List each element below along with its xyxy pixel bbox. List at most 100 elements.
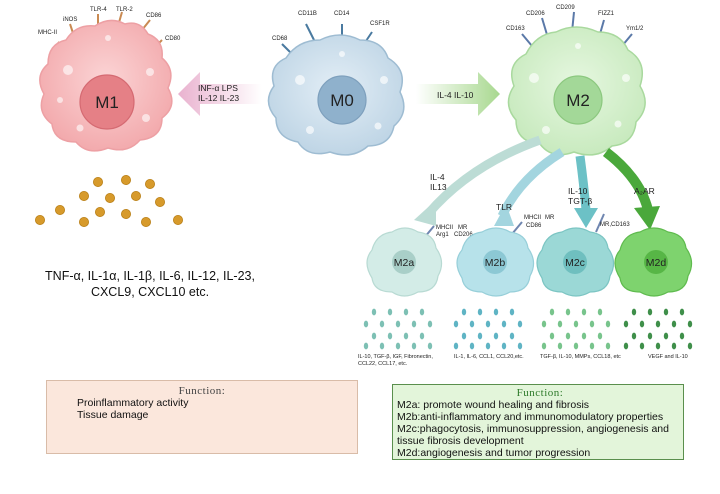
m2a-marker-mhcii: MHCII bbox=[436, 225, 453, 231]
secreted-particle bbox=[501, 342, 507, 350]
secreted-particle bbox=[419, 332, 425, 340]
secreted-particle bbox=[581, 332, 587, 340]
secreted-particle bbox=[427, 320, 433, 328]
m1-particle bbox=[79, 216, 90, 227]
secreted-particle bbox=[469, 320, 475, 328]
m2-nucleus bbox=[553, 75, 603, 125]
m2a-marker-cd206: CD206 bbox=[454, 232, 473, 238]
secreted-particle bbox=[655, 342, 661, 350]
m2-function-box: Function: M2a: promote wound healing and… bbox=[392, 384, 684, 460]
m1-marker-cd86: CD86 bbox=[146, 13, 162, 19]
m2-function-line-4: tissue fibrosis development bbox=[397, 435, 524, 447]
m1-function-title: Function: bbox=[178, 385, 226, 397]
m2-cell: M2 CD206 CD209 FIZZ1 CD163 Ym1/2 bbox=[506, 5, 646, 156]
secreted-particle bbox=[581, 308, 587, 316]
m2d-secreted-particles bbox=[623, 308, 693, 350]
secreted-particle bbox=[605, 320, 611, 328]
secreted-particle bbox=[663, 332, 669, 340]
arrow-to-m2a-label-1: IL-4 bbox=[430, 172, 445, 182]
secreted-particle bbox=[565, 332, 571, 340]
m1-marker-tlr2: TLR-2 bbox=[116, 7, 133, 13]
arrow-to-m2b-label: TLR bbox=[496, 202, 512, 212]
secreted-particle bbox=[573, 342, 579, 350]
m1-function-line-2: Tissue damage bbox=[77, 409, 149, 421]
secreted-particle bbox=[549, 308, 555, 316]
m2d-label: M2d bbox=[646, 257, 667, 269]
m1-particle bbox=[172, 214, 183, 225]
m1-cell: M1 iNOS TLR-4 TLR-2 CD86 MHC-II CD80 bbox=[38, 7, 181, 152]
m2-marker-fizz1: FIZZ1 bbox=[598, 11, 615, 17]
secreted-particle bbox=[371, 332, 377, 340]
m2c-secretion: TGF-β, IL-10, MMPs, CCL18, etc bbox=[540, 354, 621, 360]
m2c-secreted-particles bbox=[541, 308, 611, 350]
secreted-particle bbox=[631, 308, 637, 316]
m2b-secretion: IL-1, IL-6, CCL1, CCL20,etc. bbox=[454, 354, 524, 360]
m1-marker-mhcii: MHC-II bbox=[38, 30, 57, 36]
m2-marker-cd163: CD163 bbox=[506, 26, 525, 32]
m2-function-title: Function: bbox=[516, 387, 564, 399]
m1-particle bbox=[121, 208, 132, 219]
m2c-cell: M2c MR,CD163 bbox=[536, 213, 630, 297]
secreted-particle bbox=[403, 308, 409, 316]
secreted-particle bbox=[623, 342, 629, 350]
secreted-particle bbox=[453, 342, 459, 350]
arrow-to-m2c: IL-10 TGT-β bbox=[568, 155, 598, 228]
secreted-particle bbox=[517, 320, 523, 328]
m2-label: M2 bbox=[566, 91, 590, 110]
secreted-particle bbox=[493, 308, 499, 316]
arrow-to-m1-label-2: IL-12 IL-23 bbox=[198, 93, 239, 103]
secreted-particle bbox=[411, 320, 417, 328]
m2b-marker-cd86: CD86 bbox=[526, 223, 542, 229]
secreted-particle bbox=[605, 342, 611, 350]
secreted-particle bbox=[541, 320, 547, 328]
m2b-cell: M2b MHCII MR CD86 bbox=[456, 215, 555, 297]
arrow-to-m2: IL-4 IL-10 bbox=[416, 72, 500, 116]
secreted-particle bbox=[663, 308, 669, 316]
secreted-particle bbox=[387, 332, 393, 340]
m0-marker-cd11b: CD11B bbox=[298, 11, 317, 17]
m1-particle bbox=[154, 196, 165, 207]
m2c-marker-mr-cd163: MR,CD163 bbox=[600, 222, 630, 228]
secreted-particle bbox=[671, 342, 677, 350]
m1-particle bbox=[55, 204, 66, 215]
secreted-particle bbox=[411, 342, 417, 350]
m0-marker-cd68: CD68 bbox=[272, 36, 288, 42]
secreted-particle bbox=[501, 320, 507, 328]
m2d-secretion: VEGF and IL-10 bbox=[648, 354, 688, 360]
secreted-particle bbox=[403, 332, 409, 340]
m2a-cell: M2a MHCII MR Arg1 CD206 bbox=[366, 225, 473, 297]
secreted-particle bbox=[493, 332, 499, 340]
m2b-label: M2b bbox=[485, 257, 506, 269]
secreted-particle bbox=[647, 332, 653, 340]
secreted-particle bbox=[623, 320, 629, 328]
secreted-particle bbox=[671, 320, 677, 328]
secreted-particle bbox=[485, 320, 491, 328]
arrow-to-m2c-label-1: IL-10 bbox=[568, 186, 588, 196]
m1-particle bbox=[105, 192, 116, 203]
secreted-particle bbox=[557, 342, 563, 350]
m0-cell: M0 CD11B CD14 CSF1R CD68 bbox=[267, 11, 405, 156]
secreted-particle bbox=[427, 342, 433, 350]
m2b-marker-mr: MR bbox=[545, 215, 555, 221]
arrow-to-m2c-label-2: TGT-β bbox=[568, 196, 592, 206]
m2a-marker-arg1: Arg1 bbox=[436, 232, 449, 238]
secreted-particle bbox=[589, 342, 595, 350]
m0-label: M0 bbox=[330, 91, 354, 110]
m1-particle bbox=[144, 178, 155, 189]
m1-function-box: Function: Proinflammatory activity Tissu… bbox=[46, 380, 358, 454]
m1-label: M1 bbox=[95, 93, 119, 112]
secreted-particle bbox=[639, 320, 645, 328]
m1-cytokines: TNF-α, IL-1α, IL-1β, IL-6, IL-12, IL-23,… bbox=[0, 268, 300, 300]
m2-marker-ym12: Ym1/2 bbox=[626, 26, 644, 32]
m0-marker-cd14: CD14 bbox=[334, 11, 350, 17]
m1-particle bbox=[95, 206, 106, 217]
arrow-to-m1-label-1: INF-α LPS bbox=[198, 83, 238, 93]
secreted-particle bbox=[517, 342, 523, 350]
m2b-marker-mhcii: MHCII bbox=[524, 215, 541, 221]
secreted-particle bbox=[687, 320, 693, 328]
m1-secreted-particles bbox=[35, 174, 183, 227]
m2a-marker-mr: MR bbox=[458, 225, 468, 231]
secreted-particle bbox=[419, 308, 425, 316]
arrow-to-m2a: IL-4 IL13 bbox=[414, 135, 542, 226]
secreted-particle bbox=[541, 342, 547, 350]
